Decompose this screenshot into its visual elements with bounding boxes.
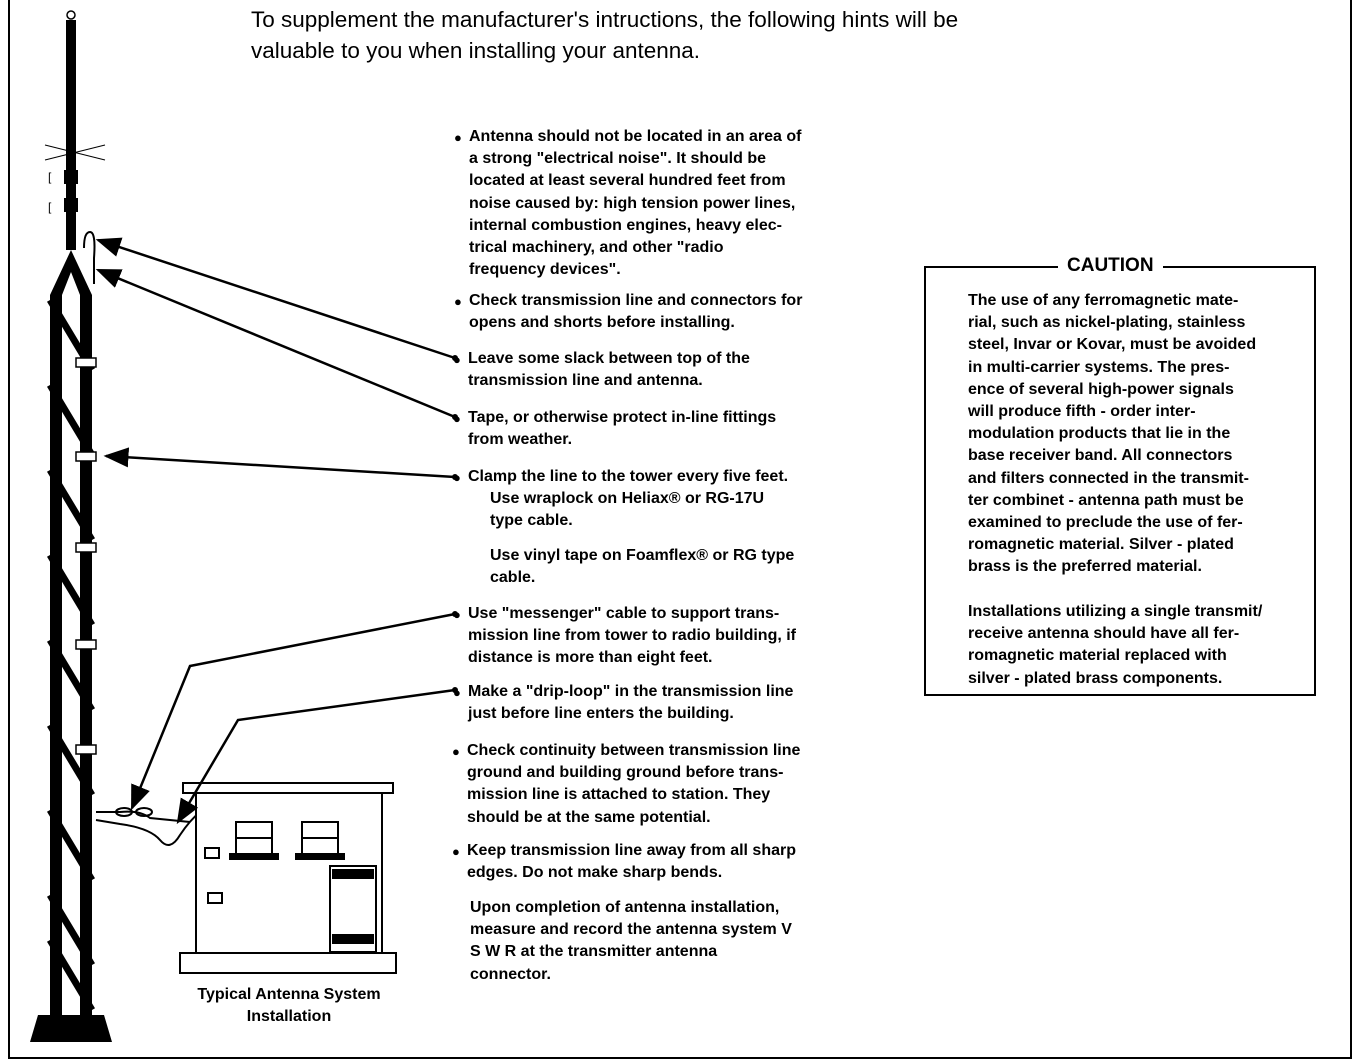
hint-tape: ● Tape, or otherwise protect in-line fit…	[453, 409, 777, 449]
bullet-icon: ●	[454, 130, 462, 145]
hint-drip-loop: ● Make a "drip-loop" in the transmission…	[453, 683, 794, 723]
lattice-tower	[30, 250, 112, 1042]
hint-sharp-edges: ● Keep transmission line away from all s…	[452, 842, 796, 882]
intro-line-1: To supplement the manufacturer's intruct…	[251, 7, 959, 32]
caution-title: CAUTION	[1058, 253, 1163, 279]
radio-building	[179, 782, 397, 974]
bullet-icon: ●	[452, 844, 460, 859]
hint-clamp: ● Clamp the line to the tower every five…	[453, 466, 788, 488]
bullet-icon: ●	[453, 411, 461, 426]
caution-paragraph-2: Installations utilizing a single transmi…	[968, 603, 1263, 687]
bullet-icon: ●	[453, 607, 461, 622]
bullet-icon: ●	[453, 685, 461, 700]
bullet-icon: ●	[452, 744, 460, 759]
hint-clamp-heliax: Use wraplock on Heliax® or RG-17U type c…	[490, 490, 765, 530]
hint-slack: ● Leave some slack between top of the tr…	[453, 350, 750, 390]
bullet-icon: ●	[454, 294, 462, 309]
intro-line-2: valuable to you when installing your ant…	[251, 38, 701, 63]
hint-arrows	[95, 237, 456, 825]
antenna-mast: [ [	[44, 10, 106, 284]
bullet-icon: ●	[453, 352, 461, 367]
bullet-icon: ●	[453, 470, 461, 485]
svg-text:[: [	[48, 200, 52, 214]
page-frame	[8, 0, 1352, 1059]
hint-continuity: ● Check continuity between transmission …	[452, 742, 801, 826]
hint-noise: ● Antenna should not be located in an ar…	[454, 128, 802, 279]
hint-messenger: ● Use "messenger" cable to support trans…	[453, 605, 797, 667]
completion-note: Upon completion of antenna installation,…	[470, 899, 792, 983]
intro-text: To supplement the manufacturer's intruct…	[251, 4, 1151, 66]
figure-caption: Typical Antenna System Installation	[197, 986, 381, 1026]
hint-check-line: ● Check transmission line and connectors…	[454, 292, 803, 332]
caution-paragraph-1: The use of any ferromagnetic mate- rial,…	[968, 292, 1257, 576]
hint-clamp-foamflex: Use vinyl tape on Foamflex® or RG type c…	[490, 547, 795, 587]
svg-text:[: [	[48, 170, 52, 184]
